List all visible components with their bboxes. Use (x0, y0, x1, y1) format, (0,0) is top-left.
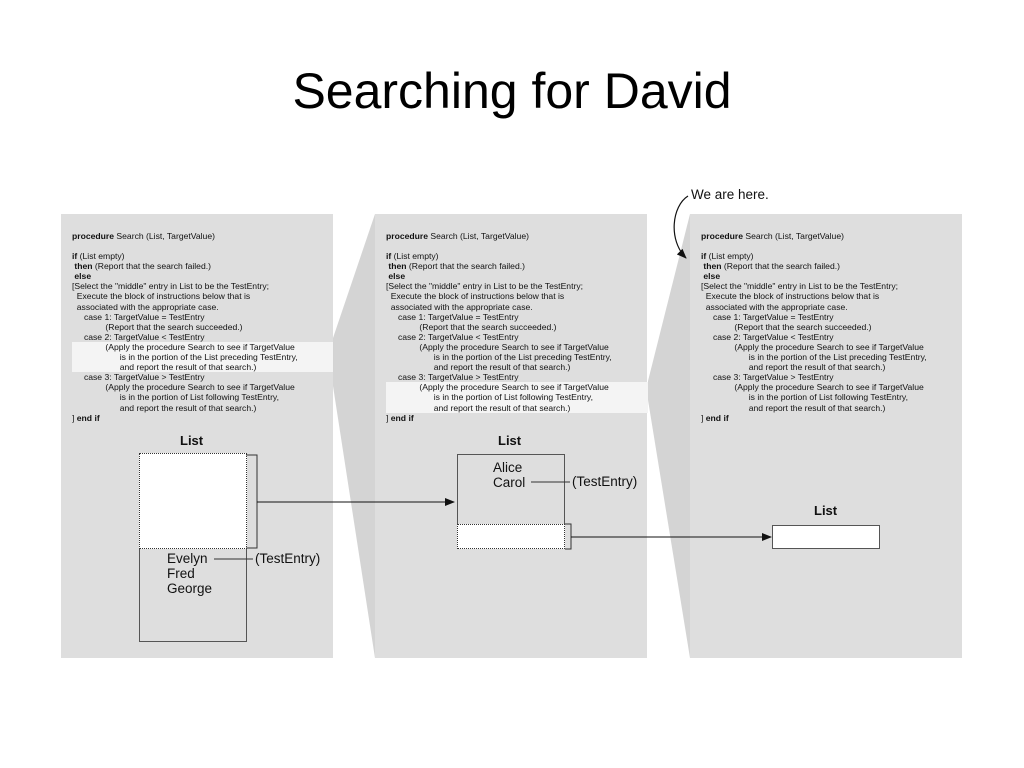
list-entry: Alice (493, 460, 523, 475)
zoom-wedge-2 (648, 214, 690, 658)
code-line: [Select the "middle" entry in List to be… (386, 281, 584, 292)
list-portion-searched (139, 453, 247, 549)
code-line: is in the portion of List following Test… (701, 392, 908, 403)
code-line-highlighted: and report the result of that search.) (386, 402, 648, 413)
slide-title: Searching for David (292, 63, 732, 119)
code-line: associated with the appropriate case. (701, 301, 848, 312)
list-title: List (180, 433, 204, 448)
list-entry: Evelyn (167, 551, 208, 566)
pseudocode-block: procedure Search (List, TargetValue) if … (701, 231, 963, 423)
code-line-highlighted: and report the result of that search.) (72, 362, 334, 373)
code-line: ] end if (72, 412, 100, 423)
code-line: else (703, 271, 721, 282)
code-line: procedure Search (List, TargetValue) (701, 231, 844, 241)
bracket-2 (565, 523, 572, 550)
code-line: case 1: TargetValue = TestEntry (72, 311, 205, 322)
code-line: (Report that the search succeeded.) (72, 321, 243, 332)
code-line-highlighted: (Apply the procedure Search to see if Ta… (72, 341, 334, 353)
list-entries: Evelyn Fred George (167, 551, 212, 596)
code-line: case 1: TargetValue = TestEntry (701, 311, 834, 322)
code-line: case 2: TargetValue < TestEntry (386, 331, 519, 342)
code-line: case 3: TargetValue > TestEntry (72, 372, 205, 383)
pseudocode-block: procedure Search (List, TargetValue) if … (386, 231, 648, 423)
we-are-here-arrow (673, 195, 689, 259)
code-line: is in the portion of List following Test… (72, 392, 279, 403)
code-line: associated with the appropriate case. (72, 301, 219, 312)
code-line: if (List empty) (72, 251, 125, 262)
bracket-1 (246, 454, 258, 549)
code-line: (Report that the search succeeded.) (701, 321, 872, 332)
test-entry-label: (TestEntry) (572, 474, 638, 489)
list-title: List (498, 433, 522, 448)
panel-call-3: procedure Search (List, TargetValue) if … (690, 214, 962, 658)
code-line: procedure Search (List, TargetValue) (72, 231, 215, 241)
code-line: and report the result of that search.) (701, 402, 886, 413)
code-line: (Apply the procedure Search to see if Ta… (701, 382, 924, 393)
code-line: (Report that the search succeeded.) (386, 321, 557, 332)
panel-call-2: procedure Search (List, TargetValue) if … (375, 214, 648, 658)
code-line: is in the portion of the List preceding … (386, 352, 612, 363)
code-line: else (388, 271, 406, 282)
we-are-here-annotation: We are here. (691, 187, 769, 202)
code-line: (Apply the procedure Search to see if Ta… (72, 382, 295, 393)
code-line: procedure Search (List, TargetValue) (386, 231, 529, 241)
code-line: and report the result of that search.) (386, 362, 571, 373)
list-title: List (814, 503, 838, 518)
code-line-highlighted: is in the portion of the List preceding … (72, 352, 334, 363)
code-line: ] end if (701, 412, 729, 423)
code-line-highlighted: (Apply the procedure Search to see if Ta… (386, 382, 648, 393)
code-line: [Select the "middle" entry in List to be… (701, 281, 899, 292)
code-line: Execute the block of instructions below … (386, 291, 565, 302)
list-entry: Carol (493, 475, 526, 490)
code-line: [Select the "middle" entry in List to be… (72, 281, 270, 292)
list-entries: Alice Carol (493, 460, 525, 490)
code-line: and report the result of that search.) (72, 402, 257, 413)
code-line: if (List empty) (386, 251, 439, 262)
code-line-highlighted: is in the portion of List following Test… (386, 392, 648, 403)
code-line: case 2: TargetValue < TestEntry (72, 331, 205, 342)
zoom-wedge-1 (333, 214, 375, 658)
pseudocode-block: procedure Search (List, TargetValue) if … (72, 231, 334, 423)
code-line: Execute the block of instructions below … (701, 291, 880, 302)
panel-call-1: procedure Search (List, TargetValue) if … (61, 214, 334, 658)
code-line: then (Report that the search failed.) (703, 261, 840, 272)
list-portion-searched (457, 524, 565, 549)
code-line: ] end if (386, 412, 414, 423)
code-line: case 1: TargetValue = TestEntry (386, 311, 519, 322)
code-line: then (Report that the search failed.) (388, 261, 525, 272)
code-line: (Apply the procedure Search to see if Ta… (701, 341, 924, 352)
code-line: (Apply the procedure Search to see if Ta… (386, 341, 609, 352)
code-line: case 3: TargetValue > TestEntry (701, 372, 834, 383)
code-line: if (List empty) (701, 251, 754, 262)
test-entry-label: (TestEntry) (255, 551, 321, 566)
code-line: else (74, 271, 92, 282)
list-entry: George (167, 581, 213, 596)
code-line: is in the portion of the List preceding … (701, 352, 927, 363)
code-line: case 3: TargetValue > TestEntry (386, 372, 519, 383)
code-line: case 2: TargetValue < TestEntry (701, 331, 834, 342)
list-entry: Fred (167, 566, 195, 581)
code-line: and report the result of that search.) (701, 362, 886, 373)
code-line: then (Report that the search failed.) (74, 261, 211, 272)
code-line: associated with the appropriate case. (386, 301, 533, 312)
code-line: Execute the block of instructions below … (72, 291, 251, 302)
list-box-empty (772, 525, 880, 549)
